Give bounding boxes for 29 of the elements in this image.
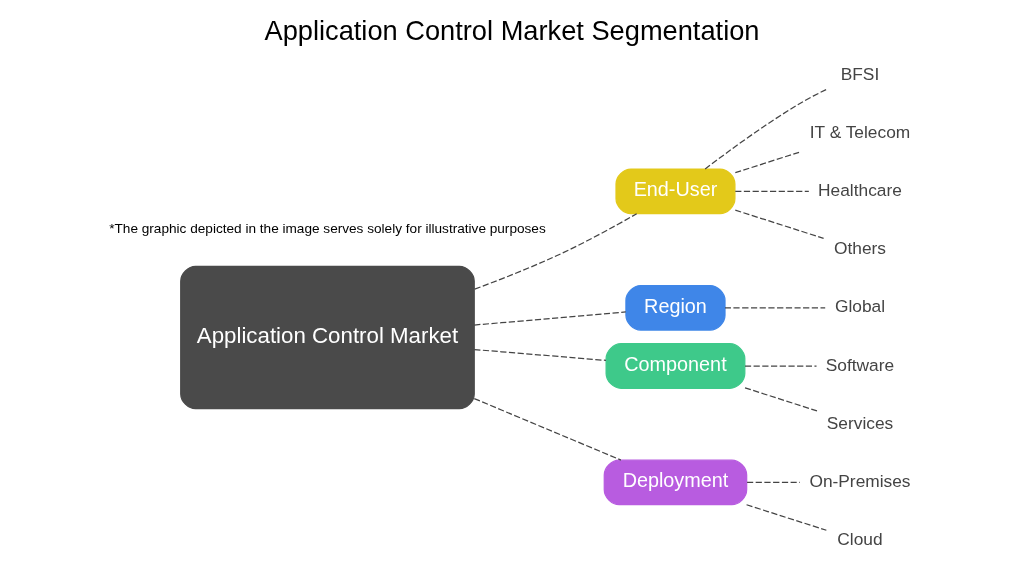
connector xyxy=(704,88,828,170)
connector xyxy=(745,504,827,531)
connector xyxy=(744,365,818,367)
connector xyxy=(474,213,638,290)
connector xyxy=(473,397,622,461)
node-text: Cloud xyxy=(837,529,883,550)
node-text: Others xyxy=(833,238,886,259)
node-box: Application Control Market xyxy=(180,265,475,410)
node-text: Global xyxy=(834,296,886,317)
label: *The graphic depicted in the image serves solely for illustrative purposes xyxy=(109,221,546,237)
connector xyxy=(734,190,810,193)
connector xyxy=(473,311,627,326)
node-box: End-User xyxy=(615,168,736,215)
connector xyxy=(744,387,819,412)
connector xyxy=(734,151,801,174)
node-box: Deployment xyxy=(603,459,748,506)
node-box: Region xyxy=(625,284,726,331)
node-text: On-Premises xyxy=(809,471,911,492)
connector xyxy=(746,481,801,484)
node-text: IT & Telecom xyxy=(809,121,911,142)
node-text: BFSI xyxy=(840,63,880,84)
connector xyxy=(473,348,607,361)
connector xyxy=(734,209,825,239)
node-text: Services xyxy=(826,412,894,433)
diagram-title: Application Control Market Segmentation xyxy=(264,14,760,46)
node-text: Healthcare xyxy=(818,179,902,200)
connector xyxy=(724,307,826,309)
node-text: Software xyxy=(825,354,895,375)
node-box: Component xyxy=(605,343,746,389)
